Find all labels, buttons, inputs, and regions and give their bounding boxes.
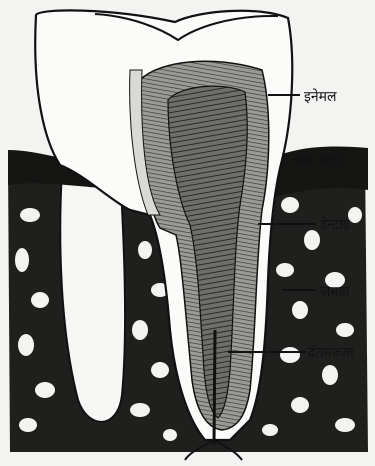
label-gums: मसूढ़े [320,151,346,170]
label-pulp: दंतमज्जा [308,343,354,362]
label-jaw: जबड़ा [320,282,350,301]
label-enamel: इनेमल [304,87,337,106]
label-dentine: डेन्टाइ [320,215,349,234]
root-canal-nerve [214,330,215,445]
